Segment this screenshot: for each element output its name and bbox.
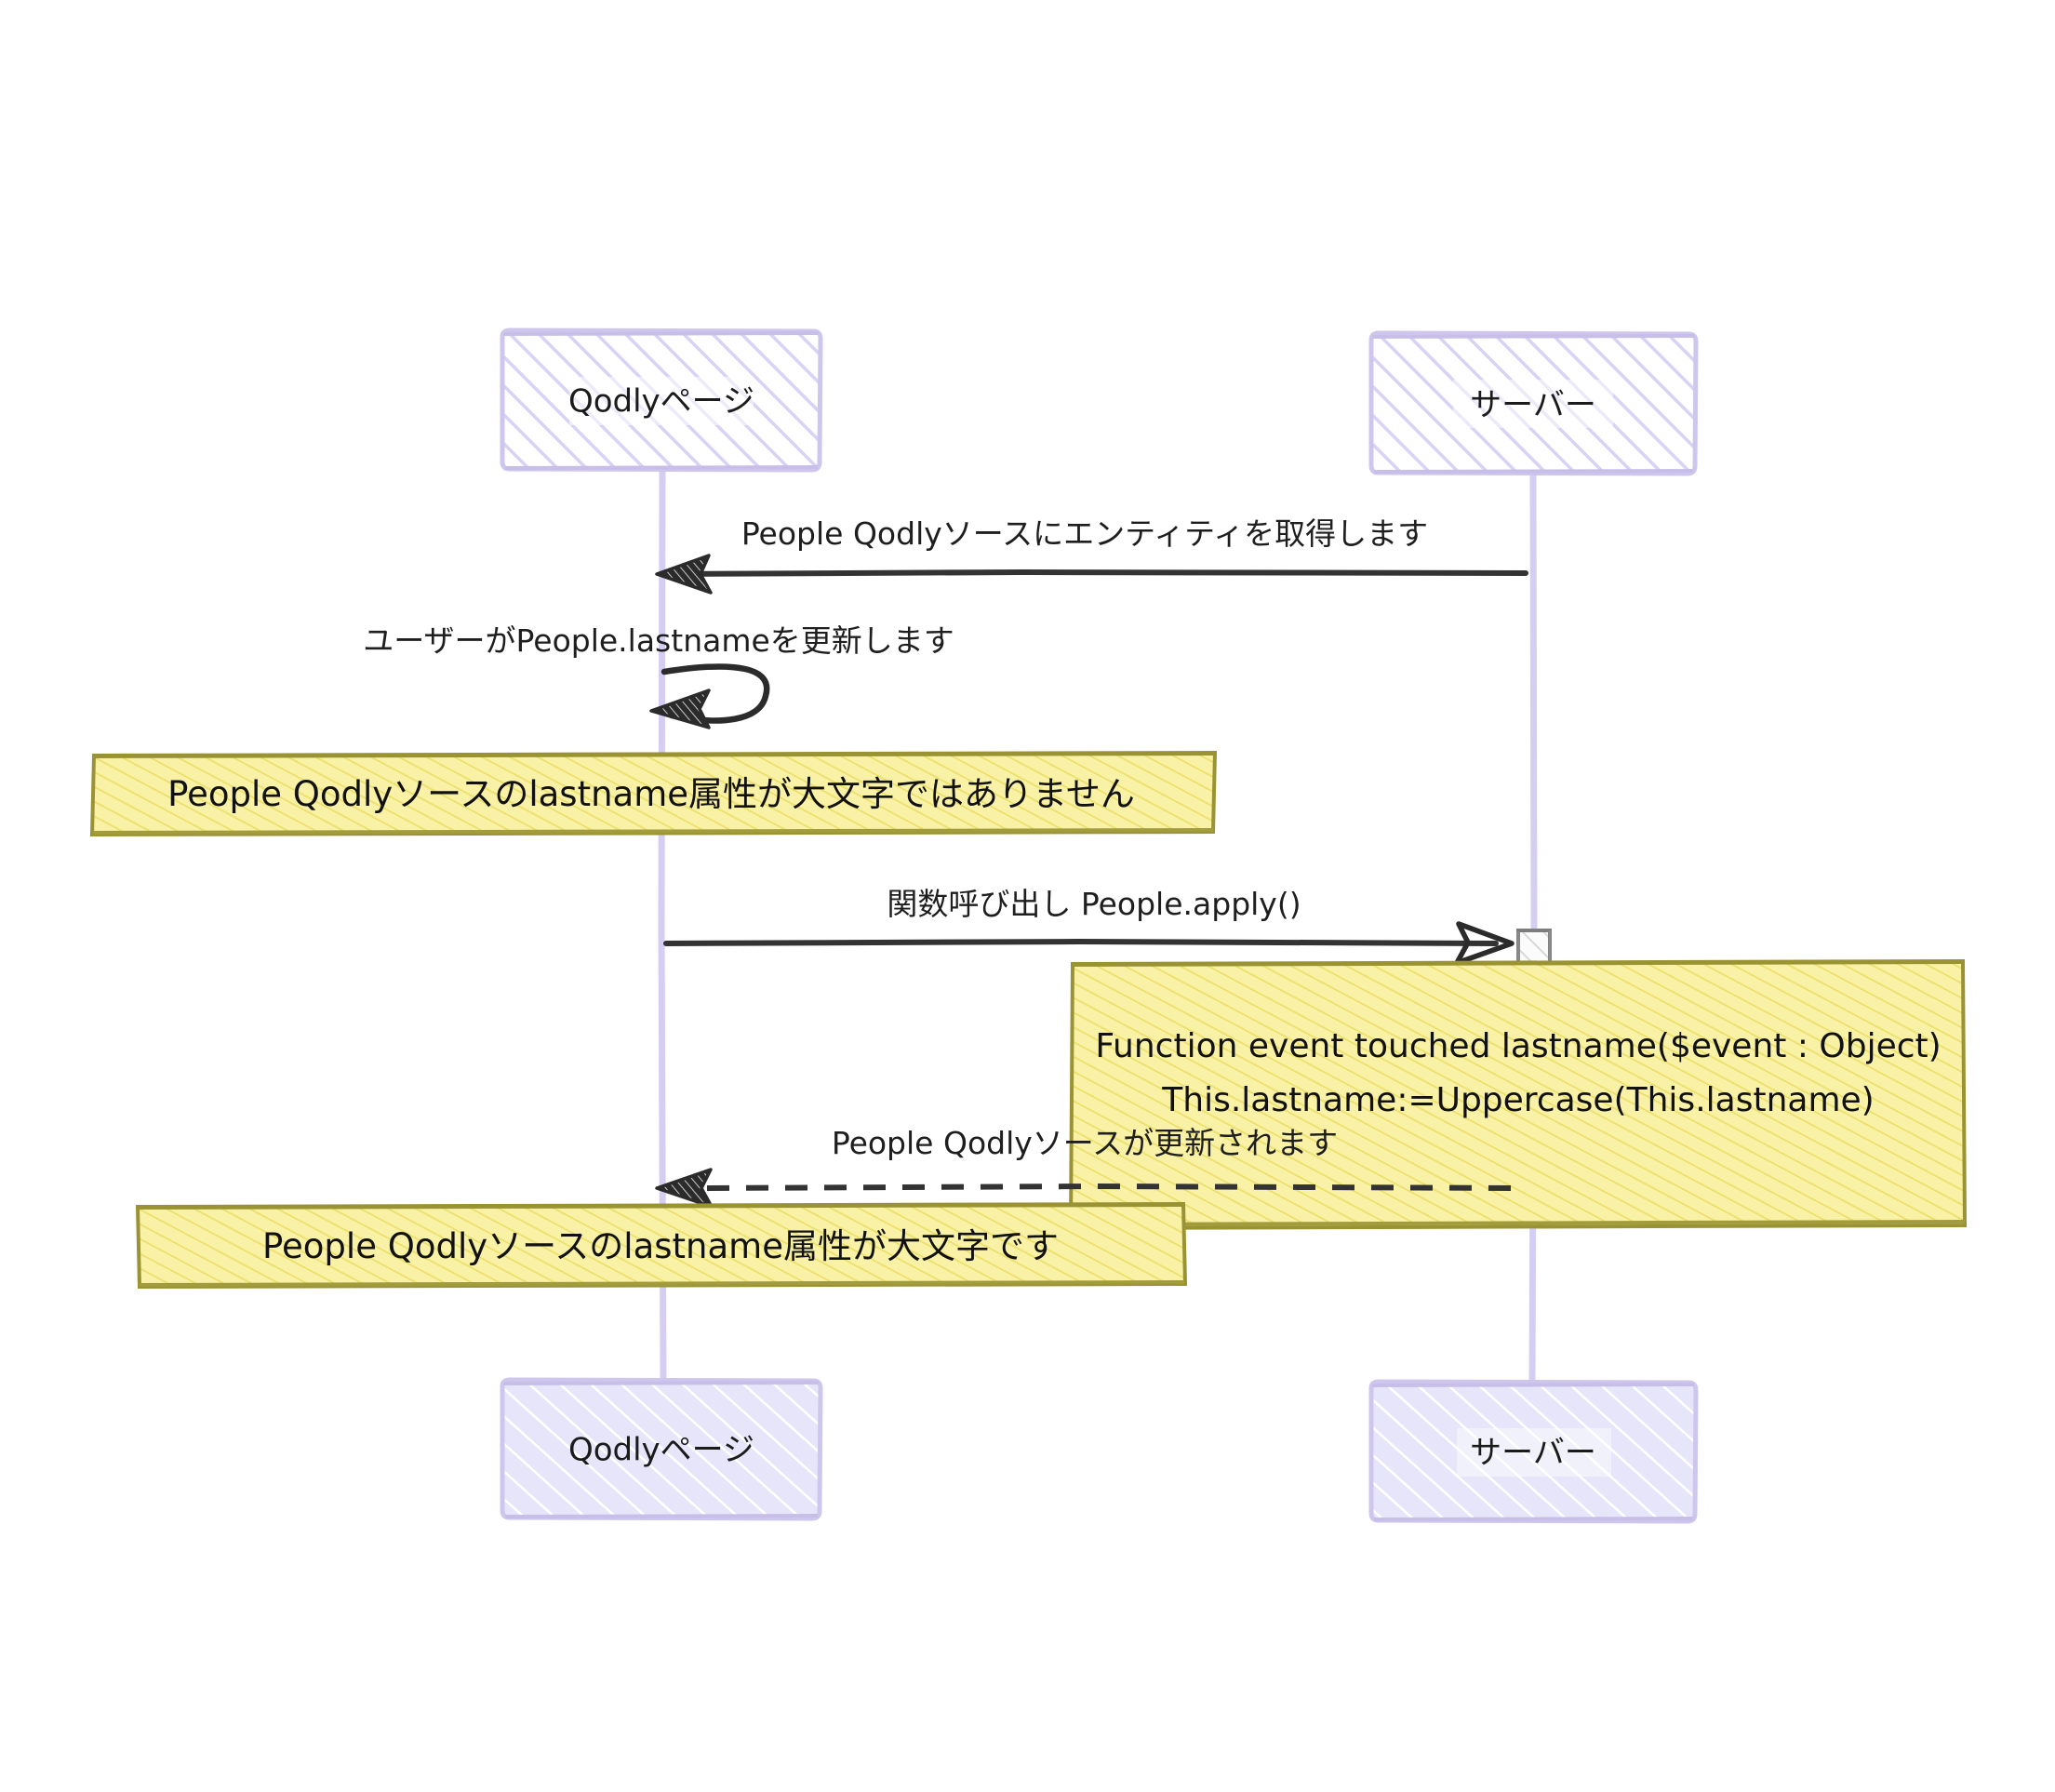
note-2: Function event touched lastname($event :… xyxy=(1068,958,1968,1231)
note-1-line-1: People Qodlyソースのlastname属性が大文字ではありません xyxy=(167,774,1135,814)
actor-box-top-server[interactable]: サーバー xyxy=(1368,330,1699,476)
message-2-loop-line xyxy=(661,663,770,724)
actor-label-top-page: Qodlyページ xyxy=(568,383,754,421)
message-2-arrowhead xyxy=(649,689,711,729)
message-3-line xyxy=(663,938,1499,946)
message-4-arrowhead xyxy=(655,1168,714,1209)
lifeline-server xyxy=(1528,469,1538,1384)
actor-label-top-server: サーバー xyxy=(1470,387,1596,424)
message-4-label: People Qodlyソースが更新されます xyxy=(832,1125,1338,1161)
message-3[interactable]: 関数呼び出し People.apply() xyxy=(663,886,1515,966)
note-2-line-2: This.lastname:=Uppercase(This.lastname) xyxy=(1161,1081,1874,1119)
message-4[interactable]: People Qodlyソースが更新されます xyxy=(655,1125,1517,1209)
message-3-label: 関数呼び出し People.apply() xyxy=(887,886,1301,922)
message-1[interactable]: People Qodlyソースにエンティティを取得します xyxy=(655,515,1528,595)
message-4-line xyxy=(706,1183,1517,1191)
actor-label-bottom-server: サーバー xyxy=(1470,1435,1596,1472)
note-3-line-1: People Qodlyソースのlastname属性が大文字です xyxy=(262,1226,1059,1266)
note-1: People Qodlyソースのlastname属性が大文字ではありません xyxy=(89,750,1218,837)
message-3-arrowhead xyxy=(1454,921,1515,966)
message-1-label: People Qodlyソースにエンティティを取得します xyxy=(741,515,1428,552)
message-2[interactable]: ユーザーがPeople.lastnameを更新します xyxy=(363,622,954,729)
note-2-line-1: Function event touched lastname($event :… xyxy=(1095,1027,1941,1065)
message-1-arrowhead xyxy=(655,554,713,595)
note-3: People Qodlyソースのlastname属性が大文字です xyxy=(135,1201,1188,1290)
actor-box-top-qodly-page[interactable]: Qodlyページ xyxy=(500,328,823,473)
message-2-label: ユーザーがPeople.lastnameを更新します xyxy=(363,622,954,659)
actor-label-bottom-page: Qodlyページ xyxy=(568,1432,754,1469)
actor-box-bottom-server[interactable]: サーバー xyxy=(1368,1379,1699,1524)
actor-box-bottom-qodly-page[interactable]: Qodlyページ xyxy=(500,1377,823,1521)
message-1-line xyxy=(663,568,1528,577)
